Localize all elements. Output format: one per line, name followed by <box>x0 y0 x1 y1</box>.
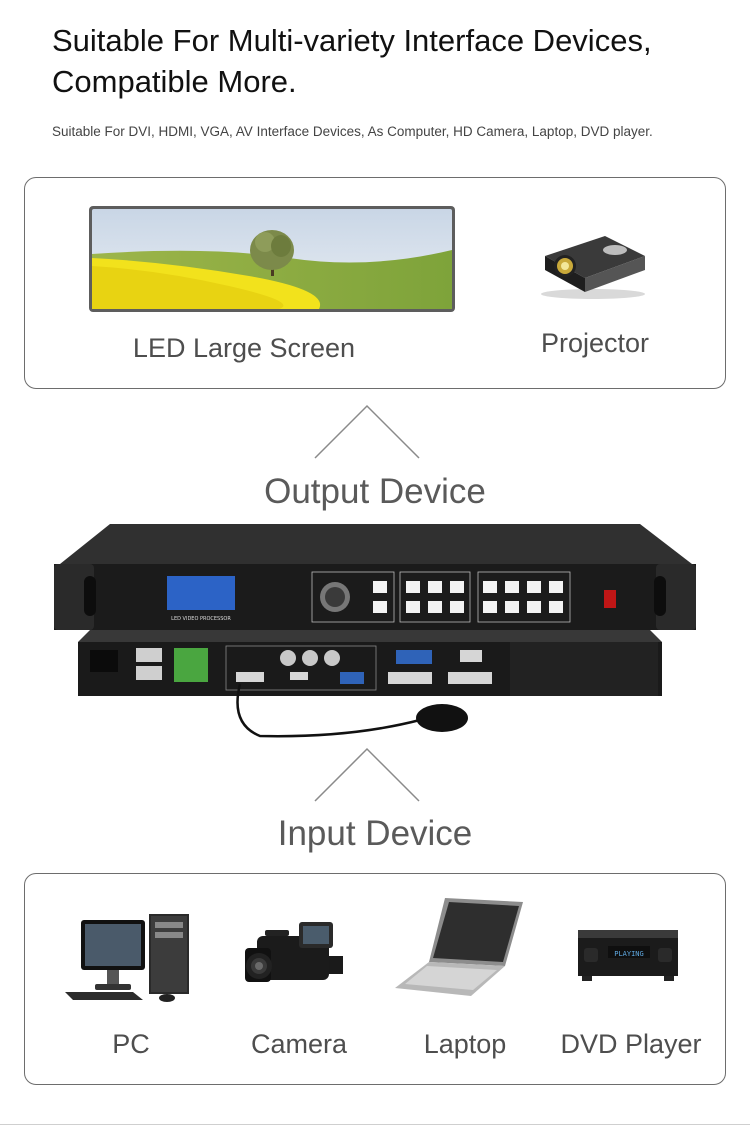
projector-label: Projector <box>540 328 650 358</box>
pc-icon <box>65 914 189 1002</box>
processor-panel-text: LED VIDEO PROCESSOR <box>171 616 231 622</box>
page-subtitle: Suitable For DVI, HDMI, VGA, AV Interfac… <box>52 124 653 139</box>
dvd-player-icon: PLAYING <box>578 930 678 981</box>
led-screen-label: LED Large Screen <box>132 333 356 363</box>
laptop-icon <box>395 898 523 996</box>
page-title: Suitable For Multi-variety Interface Dev… <box>52 20 732 102</box>
laptop-label: Laptop <box>423 1029 507 1059</box>
projector-icon <box>541 236 645 299</box>
video-processor-image: LED VIDEO PROCESSOR <box>54 524 696 738</box>
pc-label: PC <box>112 1029 150 1059</box>
led-screen-icon <box>89 206 455 312</box>
camera-icon <box>245 922 343 982</box>
dvd-display-text: PLAYING <box>614 950 644 958</box>
title-line-1: Suitable For Multi-variety Interface Dev… <box>52 23 652 58</box>
output-device-heading: Output Device <box>264 472 486 511</box>
chevron-up-icon <box>314 404 420 459</box>
input-devices-panel: PC Camera Laptop PLAYING DVD Player <box>24 873 726 1085</box>
bottom-divider <box>0 1124 750 1125</box>
output-devices-panel: LED Large Screen Projector <box>24 177 726 389</box>
chevron-up-icon <box>314 747 420 802</box>
camera-label: Camera <box>250 1029 348 1059</box>
title-line-2: Compatible More. <box>52 64 297 99</box>
input-device-heading: Input Device <box>277 814 473 853</box>
dvd-player-label: DVD Player <box>560 1029 702 1059</box>
